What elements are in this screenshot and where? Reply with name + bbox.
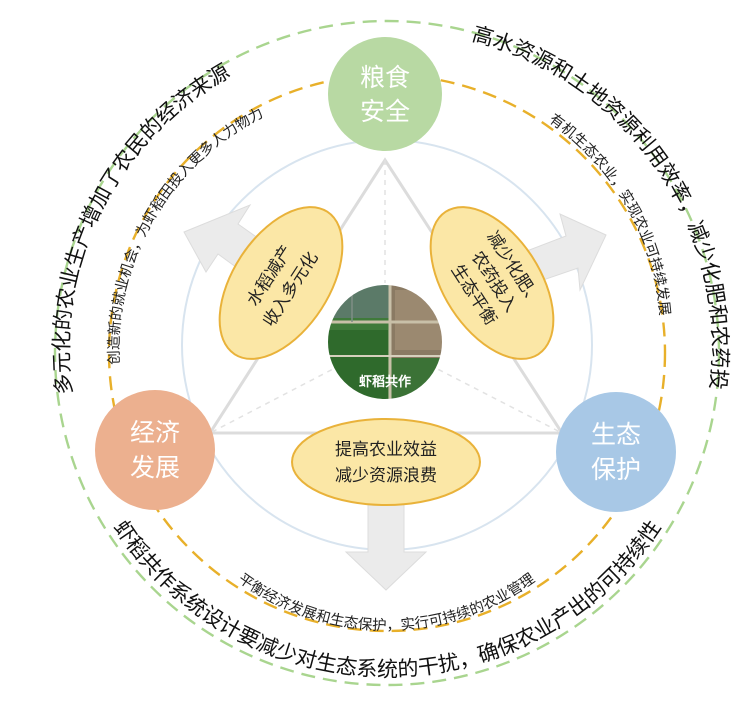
node-right-line2: 保护 xyxy=(591,455,641,484)
node-left-line1: 经济 xyxy=(130,418,180,447)
center-photo xyxy=(327,284,443,400)
benefit-ellipse-right xyxy=(429,206,555,360)
node-left-circle xyxy=(95,390,215,510)
node-top-circle xyxy=(328,37,442,151)
node-right-line1: 生态 xyxy=(591,420,641,449)
node-top-line2: 安全 xyxy=(360,97,410,126)
center-photo-border xyxy=(326,283,444,401)
benefit-ellipse-left xyxy=(218,206,344,360)
node-top-line1: 粮食 xyxy=(360,63,410,92)
node-left-line2: 发展 xyxy=(130,453,180,482)
benefit-bottom-line2: 减少资源浪费 xyxy=(335,466,437,486)
benefit-ellipse-bottom xyxy=(291,418,481,506)
center-label: 虾稻共作 xyxy=(359,374,411,390)
benefit-bottom-line1: 提高农业效益 xyxy=(335,440,437,460)
arrow-down xyxy=(344,497,428,591)
outer-dashed-ring xyxy=(53,19,721,687)
node-right-circle xyxy=(556,392,676,512)
